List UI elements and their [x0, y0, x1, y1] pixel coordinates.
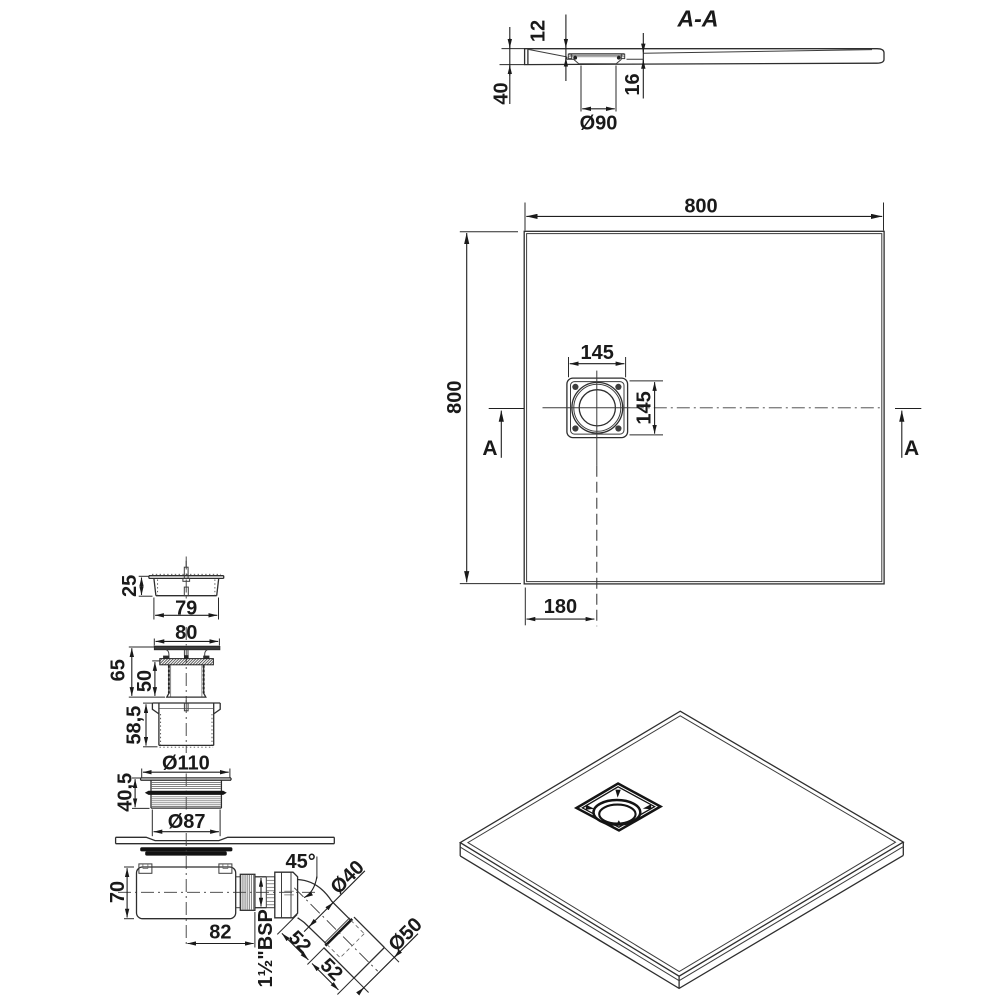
- drain-screw: [615, 425, 622, 432]
- dim-plan-depth: 800: [444, 231, 521, 585]
- iso-top-face: [458, 710, 905, 977]
- svg-text:A: A: [482, 437, 497, 460]
- svg-text:65: 65: [107, 659, 129, 681]
- dim-plan-drain-height: 145: [629, 380, 663, 436]
- svg-text:70: 70: [107, 881, 129, 903]
- svg-text:Ø87: Ø87: [168, 811, 206, 833]
- trap-outlet-nut: [274, 871, 299, 919]
- dim-section-40: 40: [490, 27, 525, 105]
- trap-ribbed-nut: [239, 873, 256, 911]
- trap-clip-right: [218, 863, 233, 874]
- svg-text:79: 79: [175, 598, 197, 620]
- outlet-elbow: [293, 878, 385, 979]
- plan-centerlines: [542, 370, 884, 627]
- svg-text:50: 50: [134, 670, 156, 692]
- dim-trap-height: 70: [107, 866, 134, 920]
- svg-text:A: A: [904, 437, 919, 460]
- drain-screw: [615, 383, 622, 390]
- svg-text:58,5: 58,5: [123, 706, 145, 745]
- plan-view: 800 800 145 145 180: [444, 196, 922, 627]
- clamp-gasket: [159, 658, 214, 666]
- svg-text:52: 52: [284, 927, 315, 958]
- iso-rim-line: [466, 715, 897, 973]
- plan-tray-outline: [523, 230, 885, 585]
- section-marker-left: A: [482, 407, 524, 460]
- svg-text:82: 82: [209, 921, 231, 943]
- dim-elbow-angle: 45°: [285, 851, 318, 899]
- svg-text:40: 40: [490, 82, 512, 104]
- svg-text:12: 12: [528, 20, 550, 42]
- dim-cap-width: 79: [153, 597, 219, 620]
- gasket-upper: [140, 847, 233, 852]
- svg-text:40,5: 40,5: [114, 773, 136, 812]
- waste-cover-cap: 25 79: [119, 556, 225, 620]
- dim-trap-length: 82: [187, 912, 256, 948]
- svg-text:180: 180: [544, 596, 577, 618]
- dim-cap-height: 25: [119, 575, 153, 597]
- waste-kit: 25 79 80: [107, 556, 427, 996]
- section-drain-bowl: [573, 58, 622, 65]
- waste-trap: 70 82 1½"BSP 45° Ø40: [107, 833, 427, 996]
- dim-clamp-total-height: 65: [107, 646, 165, 698]
- gasket-lower: [145, 851, 227, 856]
- dim-plan-drain-offset: 180: [524, 587, 595, 626]
- svg-text:1½"BSP: 1½"BSP: [255, 909, 277, 987]
- svg-text:Ø90: Ø90: [580, 113, 618, 135]
- svg-text:45°: 45°: [285, 851, 315, 873]
- svg-text:Ø40: Ø40: [326, 856, 368, 898]
- clamp-plate: [153, 646, 221, 651]
- svg-text:80: 80: [175, 622, 197, 644]
- dim-section-12: 12: [528, 14, 569, 81]
- drain-screw: [572, 383, 579, 390]
- dim-plan-width: 800: [524, 196, 884, 231]
- section-screw-left: [573, 55, 578, 60]
- dim-extension-height: 58,5: [123, 702, 158, 748]
- svg-text:800: 800: [444, 381, 466, 414]
- dim-clamp-width: 80: [153, 622, 220, 647]
- isometric-view: [458, 710, 905, 990]
- svg-text:Ø50: Ø50: [384, 914, 426, 956]
- section-marker-right: A: [895, 407, 922, 460]
- section-tray-profile: [523, 48, 885, 66]
- elbow-joint-ring: [324, 917, 354, 947]
- dim-section-o90: Ø90: [580, 65, 618, 135]
- svg-text:800: 800: [684, 196, 717, 218]
- dim-plan-drain-width: 145: [568, 342, 627, 378]
- section-label: A-A: [677, 6, 719, 32]
- dim-seal-inner-dia: Ø87: [151, 809, 221, 837]
- section-drain-flange: [566, 53, 626, 60]
- dim-pipe-segment-1: 52: [276, 914, 325, 965]
- waste-clamp-flange: 80 65: [107, 622, 221, 702]
- dim-seal-outer-dia: Ø110: [141, 753, 231, 778]
- dim-trap-thread: 1½"BSP: [255, 877, 277, 988]
- dim-clamp-body-height: 50: [134, 660, 161, 697]
- svg-text:145: 145: [634, 391, 656, 424]
- dim-outlet-dia: Ø50: [353, 914, 427, 996]
- svg-text:145: 145: [581, 342, 614, 364]
- waste-extension-sleeve: 58,5: [123, 700, 221, 753]
- iso-drain: [573, 782, 664, 832]
- svg-text:Ø110: Ø110: [162, 753, 210, 775]
- section-screw-right: [616, 55, 621, 60]
- svg-text:25: 25: [119, 575, 141, 597]
- tray-plate-section: [114, 836, 335, 856]
- svg-text:52: 52: [316, 954, 347, 985]
- dim-seal-height: 40,5: [114, 773, 150, 812]
- svg-text:16: 16: [622, 73, 644, 95]
- trap-clip-left: [138, 863, 153, 874]
- dim-section-16: 16: [622, 33, 646, 99]
- trap-thread: [265, 876, 276, 909]
- section-view: A-A: [490, 6, 885, 135]
- dim-pipe-segment-2: 52: [311, 954, 355, 995]
- seal-washer: [144, 790, 227, 795]
- waste-rubber-seal: Ø110 40,5: [114, 753, 232, 837]
- drain-screw: [572, 425, 579, 432]
